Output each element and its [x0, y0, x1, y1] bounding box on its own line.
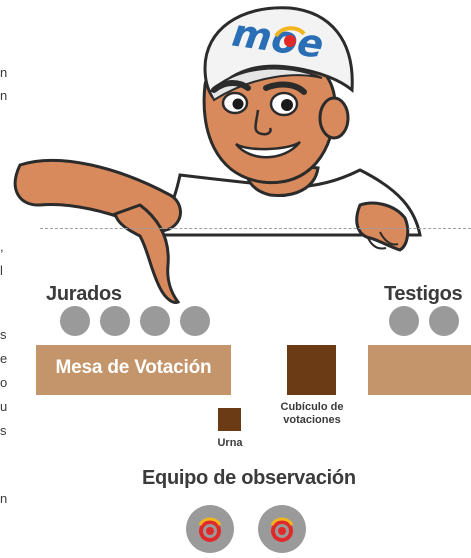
text-fragment: ,: [0, 239, 4, 254]
mascot-eyebrow-left: [211, 80, 251, 93]
jurado-seat: [100, 306, 130, 336]
text-fragment: s: [0, 327, 7, 342]
text-fragment: u: [0, 399, 8, 414]
mesa-label: Mesa de Votación: [55, 357, 212, 378]
jurado-seat: [140, 306, 170, 336]
text-fragment: l: [0, 263, 3, 278]
table-edge-divider: [40, 228, 471, 229]
mascot-hand-pointing: [113, 203, 181, 304]
mascot-illustration: moe: [13, 6, 422, 304]
testigo-seat: [429, 306, 459, 336]
testigo-seat: [389, 306, 419, 336]
mascot-nose: [254, 109, 272, 136]
cubiculo-label: Cubículo de votaciones: [280, 401, 344, 426]
urna-box: [218, 408, 241, 431]
testigos-label: Testigos: [384, 283, 463, 305]
urna-label: Urna: [217, 437, 243, 449]
moe-logo-swoosh: [274, 26, 306, 38]
jurado-seat: [180, 306, 210, 336]
text-fragment: n: [0, 65, 8, 80]
mesa-de-votacion: Mesa de Votación: [36, 345, 231, 395]
mascot-eyebrow-right: [263, 81, 307, 95]
text-fragment: n: [0, 491, 8, 506]
testigos-table: [368, 345, 471, 395]
equipo-observacion-label: Equipo de observación: [142, 467, 356, 489]
observer-moe-icon: [198, 517, 222, 542]
cubiculo-box: [287, 345, 336, 395]
jurados-label: Jurados: [46, 283, 122, 305]
mascot-ear: [318, 96, 350, 140]
text-fragment: s: [0, 423, 7, 438]
mascot-mouth: [235, 140, 301, 159]
moe-logo-dot: [284, 35, 296, 47]
jurado-seat: [60, 306, 90, 336]
mascot-hand-right: [355, 201, 410, 252]
text-fragment: o: [0, 375, 8, 390]
text-fragment: e: [0, 351, 8, 366]
observer-moe-icon: [270, 517, 294, 542]
text-fragment: n: [0, 88, 8, 103]
